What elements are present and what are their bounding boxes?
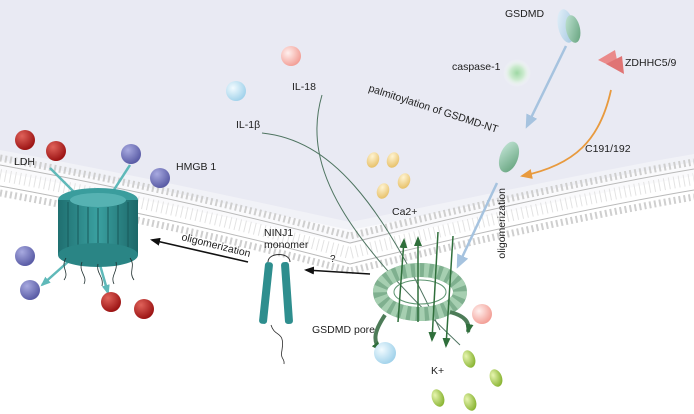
il18-label: IL-18 (292, 81, 316, 93)
caspase-1-enzyme (503, 59, 531, 87)
ninj1-oligomer-complex (58, 188, 138, 287)
il1b-release-path (261, 132, 441, 331)
gsdmd-pore (373, 263, 467, 321)
ninj1-oligomerization-arrow (150, 237, 249, 263)
gsdmd-label: GSDMD (505, 8, 545, 20)
palmitoylation-arrow (520, 89, 612, 179)
potassium-label: K+ (431, 365, 444, 377)
il18-release-path (316, 94, 461, 346)
oligomerization-right-label: oligomerization (496, 188, 508, 259)
il1b-released (374, 342, 396, 364)
cleavage-arrow (525, 45, 568, 129)
il1b-label: IL-1β (236, 119, 260, 131)
potassium-ions (431, 350, 503, 411)
ldh-molecules (15, 130, 154, 319)
il18-released (472, 304, 492, 324)
caspase-1-label: caspase-1 (452, 61, 501, 73)
question-label: ? (330, 254, 336, 265)
pore-to-ninj1-arrow (304, 266, 371, 275)
ldh-label: LDH (14, 156, 35, 168)
calcium-ions (366, 152, 411, 199)
gsdmd-protein (557, 9, 581, 43)
ninj1-label: NINJ1 (264, 227, 293, 239)
pore-oligomerization-arrow (456, 182, 499, 269)
gsdmd-nt-protein (498, 141, 520, 173)
hmgb1-molecules (15, 144, 170, 300)
il18-molecule (281, 46, 301, 66)
il1b-molecule (226, 81, 246, 101)
hmgb1-label: HMGB 1 (176, 161, 216, 173)
calcium-label: Ca2+ (392, 206, 417, 218)
zdhhc-label: ZDHHC5/9 (625, 57, 677, 69)
ninj1-monomer (259, 254, 293, 365)
c191-label: C191/192 (585, 143, 631, 155)
zdhhc-enzyme (598, 50, 624, 74)
gsdmd-pore-label: GSDMD pore (312, 324, 375, 336)
ninj1-monomer-label: monomer (264, 239, 309, 251)
